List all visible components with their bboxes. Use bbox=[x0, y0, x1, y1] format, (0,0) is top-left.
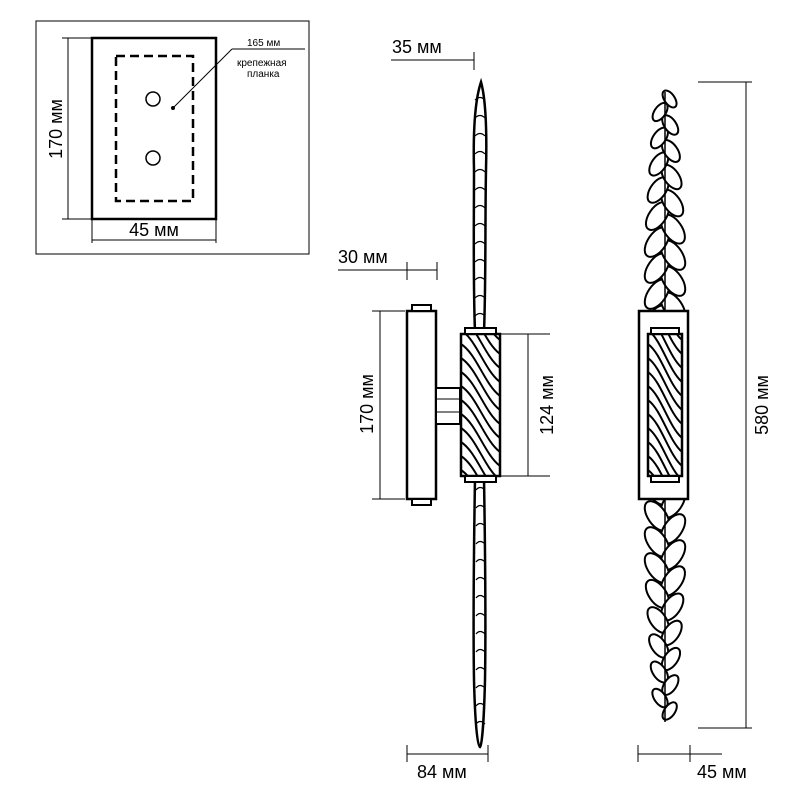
spiral-groove bbox=[461, 385, 500, 439]
spiral-groove bbox=[461, 371, 500, 425]
arm bbox=[435, 387, 461, 425]
spiral-groove bbox=[461, 455, 479, 476]
spiral-groove bbox=[461, 357, 500, 411]
stem-segment bbox=[475, 612, 486, 617]
wall-base bbox=[405, 309, 438, 501]
front-spiral-grooves bbox=[648, 334, 682, 476]
spiral-groove bbox=[475, 334, 500, 369]
screw-hole-top bbox=[145, 91, 161, 107]
stem-segment bbox=[474, 186, 486, 191]
stem-segment bbox=[474, 204, 486, 209]
spiral-groove bbox=[648, 385, 682, 439]
leaf-chain-lower bbox=[643, 474, 687, 722]
stem-segment bbox=[474, 240, 486, 245]
stem-segment bbox=[474, 132, 486, 137]
mounting-bar-outline bbox=[114, 54, 195, 203]
spiral-groove bbox=[648, 413, 682, 467]
stem-segment bbox=[474, 168, 486, 173]
stem-segment bbox=[474, 294, 486, 299]
inset-width-label: 45 мм bbox=[129, 220, 179, 240]
spiral-grooves bbox=[461, 334, 500, 476]
stem-segment bbox=[474, 222, 486, 227]
spiral-groove bbox=[461, 343, 500, 397]
spiral-groove bbox=[648, 427, 680, 476]
bracket-label-line1: крепежная bbox=[237, 58, 287, 69]
spiral-groove bbox=[492, 334, 500, 341]
stem-segment bbox=[475, 558, 486, 563]
spiral-groove bbox=[461, 469, 469, 476]
stem-segment bbox=[475, 702, 486, 707]
stem-segment bbox=[475, 720, 486, 725]
inset-height-label: 170 мм bbox=[46, 99, 66, 159]
wall-plate-outline bbox=[90, 36, 218, 221]
spiral-groove bbox=[483, 334, 500, 355]
bar-length-label: 165 мм bbox=[247, 38, 280, 49]
spiral-groove bbox=[461, 399, 500, 453]
stem-segments bbox=[474, 96, 486, 725]
holder-height-label: 124 мм bbox=[537, 375, 557, 435]
front-width-label: 45 мм bbox=[697, 762, 747, 782]
spiral-groove bbox=[461, 413, 500, 467]
bracket-label-line2: планка bbox=[247, 69, 280, 80]
spiral-groove bbox=[461, 441, 487, 476]
spiral-groove bbox=[648, 441, 671, 476]
base-height-label: 170 мм bbox=[357, 374, 377, 434]
spiral-groove bbox=[461, 427, 498, 476]
spiral-groove bbox=[648, 455, 664, 476]
total-height-label: 580 мм bbox=[752, 375, 772, 435]
spiral-groove bbox=[464, 334, 500, 383]
stem-segment bbox=[475, 684, 486, 689]
spiral-groove bbox=[648, 371, 682, 425]
stem-segment bbox=[474, 96, 486, 101]
stem-segment bbox=[475, 576, 486, 581]
spiral-groove bbox=[648, 469, 656, 476]
stem-segment bbox=[475, 522, 486, 527]
stem-segment bbox=[474, 276, 486, 281]
spiral-groove bbox=[648, 399, 682, 453]
stem-segment bbox=[475, 486, 486, 491]
side-view: 35 мм 30 мм 170 мм 124 мм 84 мм bbox=[338, 37, 557, 782]
projection-label: 35 мм bbox=[392, 37, 442, 57]
spiral-groove bbox=[650, 334, 682, 383]
spiral-groove bbox=[660, 334, 682, 369]
leaf-chain-upper bbox=[643, 89, 687, 336]
base-depth-label: 30 мм bbox=[338, 247, 388, 267]
spiral-groove bbox=[667, 334, 682, 355]
inset-frame bbox=[35, 20, 310, 255]
stem-segment bbox=[475, 504, 486, 509]
stem-segment bbox=[474, 114, 486, 119]
spiral-groove bbox=[648, 357, 682, 411]
stem-segment bbox=[475, 594, 486, 599]
stem-segment bbox=[475, 630, 486, 635]
stem-segment bbox=[475, 540, 486, 545]
screw-hole-bottom bbox=[145, 150, 161, 166]
stem-segment bbox=[475, 648, 486, 653]
spiral-groove bbox=[675, 334, 682, 341]
mounting-plate-inset: 165 мм крепежная планка 170 мм 45 мм bbox=[35, 20, 310, 255]
spiral-groove bbox=[648, 343, 682, 397]
stem-segment bbox=[474, 258, 486, 263]
stem-segment bbox=[475, 666, 486, 671]
stem-segment bbox=[474, 312, 486, 317]
stem-segment bbox=[474, 150, 486, 155]
front-view: 580 мм 45 мм bbox=[637, 81, 772, 782]
total-depth-label: 84 мм bbox=[417, 762, 467, 782]
